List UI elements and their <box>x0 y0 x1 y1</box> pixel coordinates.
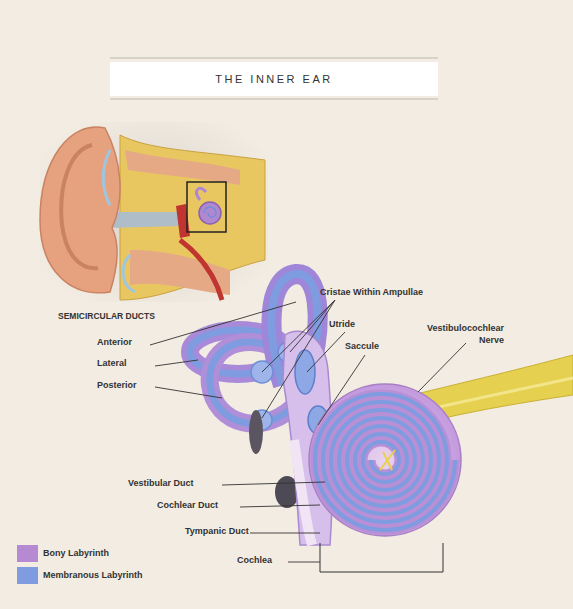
leader-lines <box>150 300 466 562</box>
legend-swatch <box>17 567 38 584</box>
leader-line <box>262 300 335 372</box>
cochlea-body <box>309 384 461 536</box>
part-label: Vestibular Duct <box>128 478 194 489</box>
eustachian-tube <box>180 240 222 300</box>
part-label: Utride <box>329 319 355 330</box>
utricle <box>295 350 315 394</box>
ear-background <box>40 122 268 302</box>
legend-text: Bony Labyrinth <box>43 545 109 562</box>
part-label: Tympanic Duct <box>185 526 249 537</box>
leader-line <box>290 300 335 352</box>
leader-line <box>150 302 296 345</box>
ear-canal <box>108 212 180 228</box>
mini-cochlea <box>199 202 221 224</box>
part-label: Posterior <box>97 380 137 391</box>
leader-line <box>250 533 320 534</box>
skin-layer <box>125 150 240 185</box>
mini-canal <box>197 188 206 200</box>
part-label: SEMICIRCULAR DUCTS <box>58 311 155 322</box>
legend-text: Membranous Labyrinth <box>43 567 143 584</box>
leader-line <box>288 562 320 563</box>
part-label: Anterior <box>97 337 132 348</box>
leader-line <box>262 300 335 418</box>
title-rule <box>110 58 438 59</box>
leader-line <box>240 505 320 507</box>
leader-line <box>222 482 325 485</box>
bracket <box>320 543 443 572</box>
pinna <box>40 127 120 293</box>
leader-line <box>318 355 365 425</box>
cochlea-spiral-bony <box>315 394 455 530</box>
cartilage-mark <box>123 255 135 292</box>
title-text: THE INNER EAR <box>110 62 438 96</box>
mini-spiral <box>204 207 216 217</box>
part-label: Lateral <box>97 358 127 369</box>
eardrum <box>176 204 190 238</box>
zoom-box <box>187 182 226 232</box>
part-label: Cochlea <box>237 555 272 566</box>
bone-shadow <box>249 410 263 454</box>
part-label: Saccule <box>345 341 379 352</box>
skin-layer <box>130 250 230 295</box>
part-label: Vestibulocochlear Nerve <box>412 322 504 346</box>
pinna-fold <box>61 145 98 268</box>
part-label: Cristae Within Ampullae <box>320 287 423 298</box>
leader-line <box>307 332 345 372</box>
leader-line <box>155 360 198 366</box>
part-label: Cochlear Duct <box>157 500 218 511</box>
cochlea-spiral-membranous <box>315 394 455 530</box>
cochlear-nerve-fibers <box>380 450 395 470</box>
title-band <box>110 62 438 96</box>
leader-line <box>155 387 222 398</box>
legend-swatch <box>17 545 38 562</box>
leader-line <box>418 343 466 392</box>
title-rule <box>110 99 438 100</box>
cartilage-mark <box>103 150 110 205</box>
